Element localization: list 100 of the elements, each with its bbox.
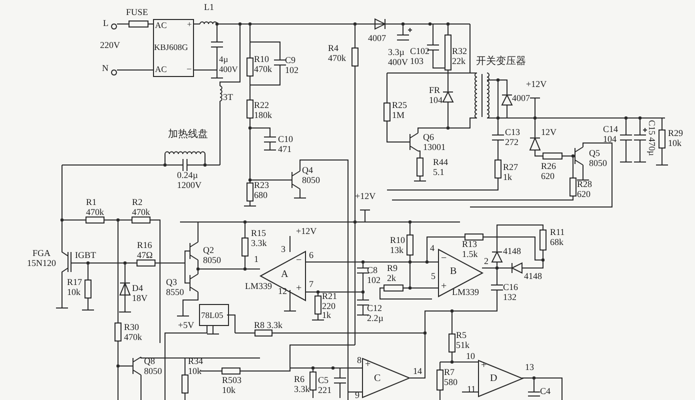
component-label: C13 272 — [505, 128, 520, 147]
component-label: 开关变压器 — [476, 56, 526, 67]
unit-letter: C — [374, 374, 381, 384]
component-label: Q2 8050 — [203, 246, 221, 265]
component-label: 220V — [100, 41, 120, 50]
part-number: 78L05 — [201, 310, 224, 320]
component-label: R7 580 — [444, 368, 458, 387]
component-label: R4 470k — [328, 44, 346, 63]
component-label: 5 — [431, 272, 436, 282]
pin-label: AC — [155, 20, 167, 30]
unit-letter: A — [281, 270, 288, 280]
component-label: N — [102, 64, 108, 74]
component-label: R26 620 — [541, 162, 556, 181]
component-label: R28 620 — [577, 180, 592, 199]
component-label: L — [103, 19, 108, 28]
component-label: 2 — [484, 257, 488, 266]
component-label: R10 470k — [254, 55, 272, 74]
component-label: 8 — [357, 356, 362, 366]
component-label: C4 — [540, 387, 551, 396]
component-label: R22 180k — [254, 101, 272, 120]
component-label: R34 10k — [188, 357, 204, 376]
component-label: R6 3.3k — [294, 375, 310, 394]
component-label: +5V — [178, 321, 194, 330]
component-label: 14 — [413, 367, 422, 376]
component-label: R21 220 1k — [322, 292, 338, 320]
component-label: R10 13k — [390, 236, 406, 255]
component-label: 6 — [309, 251, 314, 260]
component-label: R32 22k — [452, 47, 468, 66]
component-label: R503 10k — [222, 376, 242, 395]
component-label: 11 — [467, 385, 476, 394]
component-label: 0.24µ 1200V — [177, 171, 202, 190]
pin-label: AC — [155, 64, 167, 74]
component-label: 12V — [541, 128, 556, 138]
component-label: +12V — [296, 227, 317, 236]
component-label: Q4 8050 — [302, 166, 320, 185]
component-label: C16 132 — [503, 283, 518, 302]
component-label: 3.3µ 400V — [388, 48, 408, 67]
component-label: FUSE — [126, 8, 148, 18]
component-label: R2 470k — [132, 198, 150, 217]
unit-letter: B — [450, 267, 457, 277]
component-label: FR 104 — [429, 86, 442, 105]
component-label: 9 — [355, 391, 360, 400]
component-label: R27 1k — [503, 163, 518, 182]
component-label: R30 470k — [124, 323, 142, 342]
component-label: 3 — [281, 245, 286, 254]
component-label: R25 1M — [392, 101, 408, 120]
component-label: 10 — [466, 352, 475, 362]
bridge-rectifier-box — [153, 19, 194, 77]
regulator-box — [199, 304, 229, 326]
component-label: R15 3.3k — [251, 229, 267, 248]
component-label: 1 — [254, 255, 258, 264]
comparator-triangle — [478, 360, 523, 397]
component-label: Q6 13001 — [423, 133, 446, 152]
component-label: 3T — [223, 93, 233, 102]
component-label: C5 221 — [318, 376, 332, 395]
component-label: IGBT — [75, 251, 96, 260]
component-label: R11 68k — [550, 228, 565, 247]
component-label: 4µ 400V — [219, 55, 238, 74]
component-label: +12V — [355, 192, 376, 202]
component-label: R8 3.3k — [254, 321, 283, 330]
component-label: 13 — [525, 363, 534, 372]
component-label: 4007 — [512, 94, 530, 104]
component-label: Q3 8550 — [166, 278, 184, 297]
component-label: R9 2k — [387, 264, 398, 283]
component-label: 4007 — [368, 34, 386, 44]
component-label: C12 2.2µ — [367, 304, 384, 323]
input-sign: + — [365, 360, 371, 370]
component-label: R1 470k — [86, 198, 104, 217]
comparator-triangle — [438, 249, 483, 297]
input-sign: − — [296, 256, 302, 266]
component-label: 4148 — [524, 272, 542, 282]
component-label: 4 — [430, 244, 434, 254]
comparator-triangle — [362, 358, 410, 398]
component-label: C15 470µ — [646, 120, 656, 156]
component-label: R29 10k — [668, 129, 684, 148]
input-sign: + — [441, 282, 447, 292]
component-label: 4148 — [503, 247, 521, 256]
component-label: R44 5.1 — [433, 158, 448, 177]
component-label: R17 10k — [67, 278, 82, 297]
component-label: LM339 — [452, 288, 479, 298]
component-label: C9 102 — [285, 56, 298, 75]
component-label: L1 — [204, 3, 214, 12]
input-sign: + — [296, 284, 302, 294]
component-label: C8 102 — [367, 266, 380, 285]
component-label: C10 471 — [278, 135, 294, 154]
component-label: LM339 — [245, 282, 272, 292]
component-label: Q5 8050 — [589, 149, 607, 168]
component-label: C14 104 — [603, 125, 618, 144]
component-label: D4 18V — [132, 284, 148, 303]
component-label: 7 — [309, 280, 314, 290]
input-sign: + — [481, 361, 487, 371]
component-label: +12V — [526, 80, 547, 90]
component-label: C102 103 — [410, 47, 430, 66]
part-number: KBJ608G — [154, 42, 188, 52]
component-label: R16 47Ω — [137, 241, 153, 260]
component-label: FGA 15N120 — [27, 249, 56, 268]
unit-letter: D — [490, 374, 498, 384]
component-label: Q8 8050 — [144, 357, 162, 376]
component-label: R5 51k — [456, 331, 470, 350]
component-label: R23 680 — [254, 181, 270, 200]
